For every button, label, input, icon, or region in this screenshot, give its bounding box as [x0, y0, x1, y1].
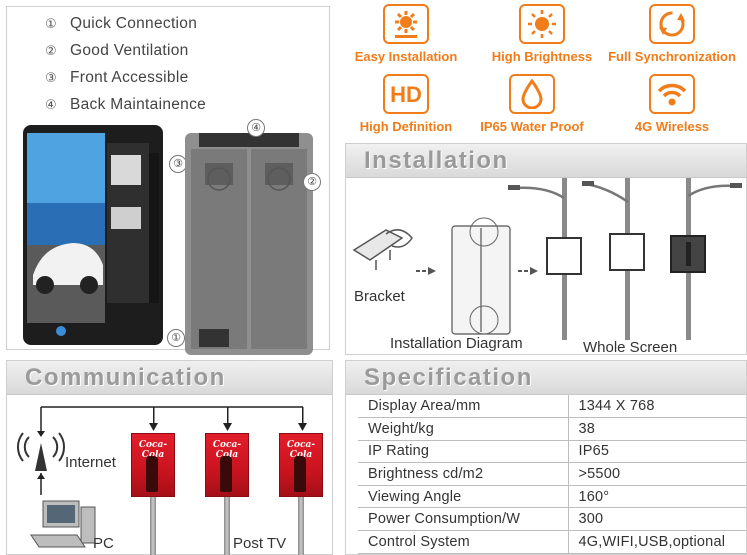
water-drop-icon: [509, 74, 555, 114]
coca-cola-ad: Coca-Cola: [279, 433, 323, 497]
icon-label: Easy Installation: [354, 49, 458, 64]
feature-easy-installation: Easy Installation: [338, 4, 474, 64]
internet-label: Internet: [65, 454, 116, 471]
feature-4g-wireless: 4G Wireless: [604, 74, 740, 134]
sun-gear-icon: [383, 4, 429, 44]
callout-4: ④: [247, 119, 265, 137]
icon-label: IP65 Water Proof: [480, 119, 584, 134]
table-row: Brightness cd/m2>5500: [358, 462, 746, 486]
wifi-icon: [649, 74, 695, 114]
back-cabinet-image: [185, 133, 313, 355]
bracket-label: Bracket: [354, 288, 405, 305]
installation-title: Installation: [346, 144, 746, 178]
installation-panel: Installation: [345, 143, 747, 356]
callout-1: ①: [167, 329, 185, 347]
callout-2: ②: [303, 173, 321, 191]
feature-high-definition: HD High Definition: [338, 74, 474, 134]
feature-icon-grid: Easy Installation High Brightness Full S…: [338, 0, 747, 140]
communication-panel: Communication Internet: [6, 360, 333, 555]
post-tv-unit: Coca-Cola: [131, 433, 175, 555]
communication-title: Communication: [7, 361, 332, 395]
hd-icon: HD: [383, 74, 429, 114]
coca-cola-ad: Coca-Cola: [205, 433, 249, 497]
icon-label: Full Synchronization: [608, 49, 736, 64]
icon-label: High Definition: [359, 119, 453, 134]
post-tv-label: Post TV: [233, 535, 287, 552]
post-tv-unit: Coca-Cola: [205, 433, 249, 555]
installation-diagram-label: Installation Diagram: [390, 335, 523, 352]
specification-title: Specification: [346, 361, 746, 395]
sync-icon: [649, 4, 695, 44]
communication-diagram: [16, 406, 307, 548]
installation-illustration: [352, 178, 742, 340]
pc-label: PC: [93, 535, 114, 552]
post-tv-unit: Coca-Cola: [279, 433, 323, 555]
svg-text:HD: HD: [390, 82, 422, 107]
feature-high-brightness: High Brightness: [474, 4, 610, 64]
sun-icon: [519, 4, 565, 44]
feature-full-synchronization: Full Synchronization: [604, 4, 740, 64]
feature-water-proof: IP65 Water Proof: [464, 74, 600, 134]
icon-label: High Brightness: [491, 49, 593, 64]
front-screen-image: [23, 125, 163, 345]
whole-screen-label: Whole Screen: [583, 339, 678, 356]
coca-cola-ad: Coca-Cola: [131, 433, 175, 497]
icon-label: 4G Wireless: [634, 119, 710, 134]
